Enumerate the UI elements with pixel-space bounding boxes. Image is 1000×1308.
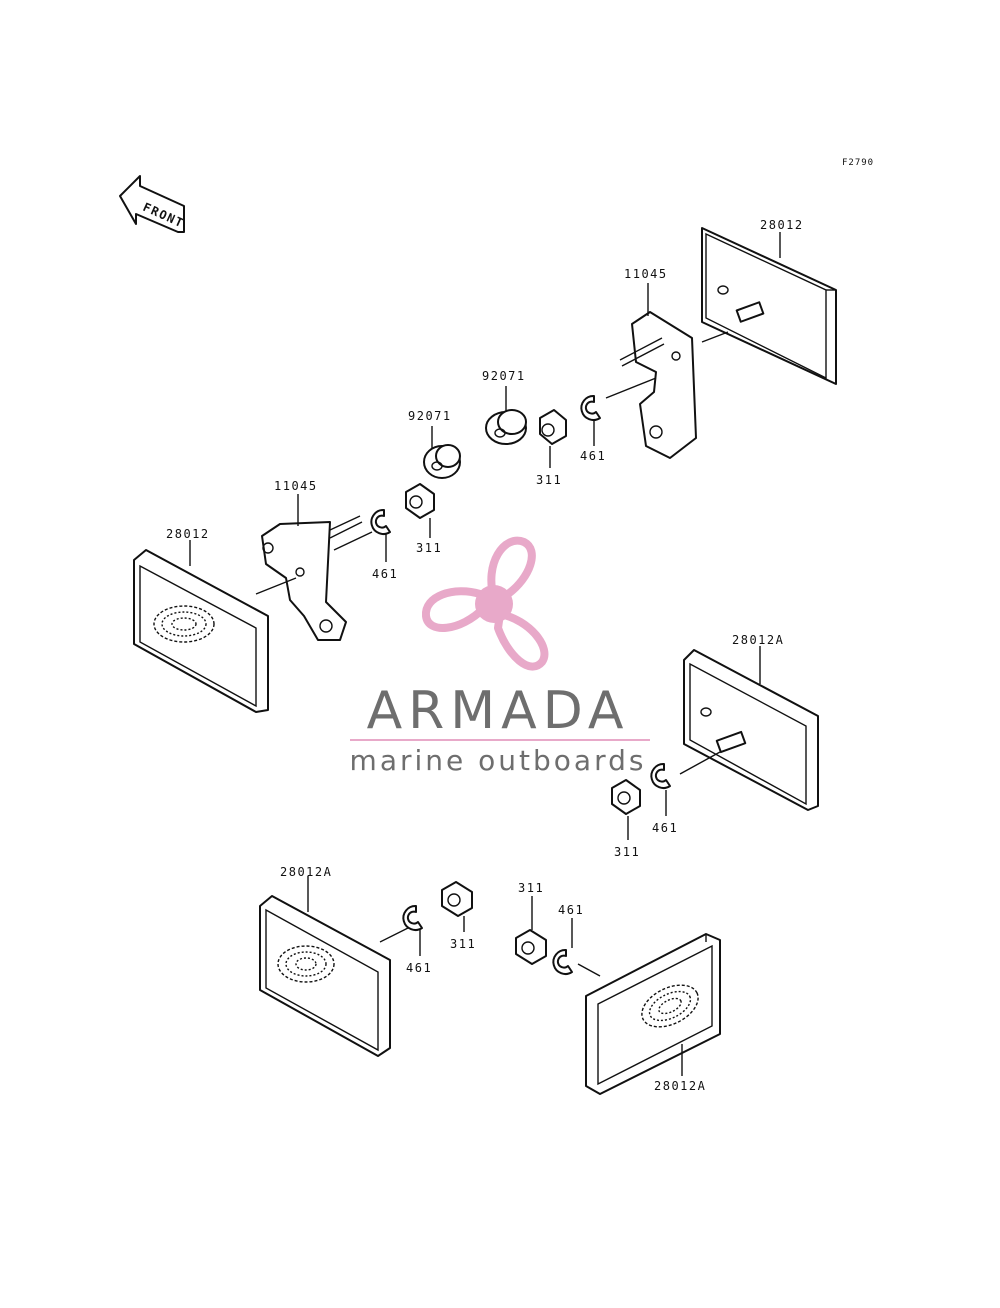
reflector-left — [133, 549, 269, 713]
reflector-pattern — [641, 984, 699, 1028]
label-461-left: 461 — [372, 567, 398, 581]
brand-title: ARMADA — [367, 681, 630, 741]
washer-mid-right — [650, 762, 671, 789]
bracket-left — [255, 515, 373, 641]
reflector-mid-right — [679, 649, 819, 811]
reflector-top-right — [701, 227, 837, 385]
reflector-bottom-left — [259, 895, 417, 1057]
label-461-right: 461 — [580, 449, 606, 463]
label-11045-left: 11045 — [274, 479, 318, 493]
label-311-left: 311 — [416, 541, 442, 555]
nut-bottom-left — [441, 881, 473, 917]
label-11045-right: 11045 — [624, 267, 668, 281]
label-461-mid-right: 461 — [652, 821, 678, 835]
washer-right — [580, 394, 601, 421]
washer-bottom-left — [402, 904, 423, 931]
nut-mid-right — [611, 779, 641, 815]
washer-left — [370, 508, 391, 535]
grommet-right — [485, 409, 527, 445]
figure-code: F2790 — [842, 158, 874, 168]
reflector-pattern — [153, 605, 215, 643]
label-311-bottom-left: 311 — [450, 937, 476, 951]
label-311-bottom-right: 311 — [518, 881, 544, 895]
label-28012a-mid-right: 28012A — [732, 633, 784, 647]
label-28012-top-right: 28012 — [760, 218, 804, 232]
armada-logo: ARMADA marine outboards — [350, 536, 650, 777]
reflector-pattern — [277, 945, 335, 983]
grommet-left — [423, 444, 461, 479]
reflector-bottom-right — [585, 933, 721, 1095]
bracket-right — [605, 311, 729, 459]
brand-subtitle: marine outboards — [350, 744, 647, 777]
propeller-icon — [422, 536, 549, 671]
nut-center — [405, 483, 435, 519]
label-461-bottom-right: 461 — [558, 903, 584, 917]
label-92071-left: 92071 — [408, 409, 452, 423]
label-311-mid-right: 311 — [614, 845, 640, 859]
label-28012a-bottom-right: 28012A — [654, 1079, 706, 1093]
label-28012a-bottom-left: 28012A — [280, 865, 332, 879]
front-arrow-icon: FRONT — [119, 175, 186, 233]
label-92071-right: 92071 — [482, 369, 526, 383]
nut-bottom-right — [515, 929, 547, 965]
washer-bottom-right — [552, 948, 601, 977]
label-461-bottom-left: 461 — [406, 961, 432, 975]
label-28012-left: 28012 — [166, 527, 210, 541]
label-311-right: 311 — [536, 473, 562, 487]
nut-right — [539, 409, 567, 445]
